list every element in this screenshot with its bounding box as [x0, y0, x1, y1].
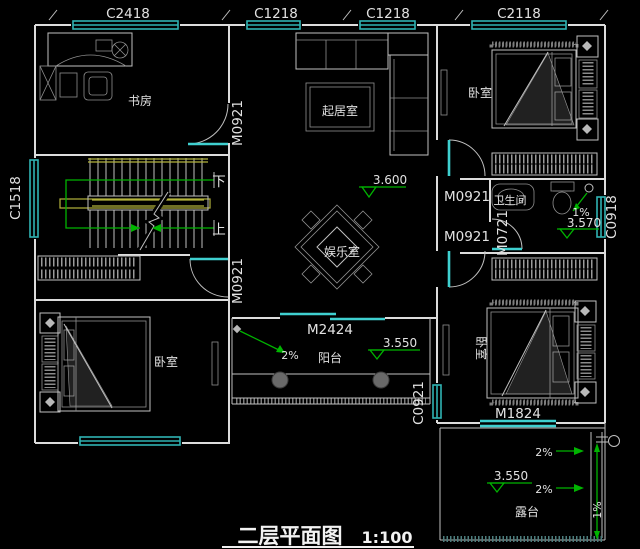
elevation-bathroom	[557, 228, 599, 240]
bed-bottom-right	[486, 299, 579, 406]
window-c1518	[28, 158, 40, 239]
terrace-outline	[439, 423, 620, 542]
floor-drain-icon	[584, 183, 594, 193]
elevation-value-terrace: 3.550	[494, 469, 528, 483]
study-desk	[47, 32, 133, 67]
labels: C2418 C1218 C1218 C2118 C1518 C0918 C092…	[8, 6, 620, 548]
window-c0921	[431, 383, 443, 420]
room-label-game-room: 娱乐室	[324, 244, 360, 259]
stair-up-label: 上	[212, 222, 226, 238]
bed-bottom-left	[39, 312, 219, 413]
elevation-game-room	[359, 186, 406, 199]
door-bedroom-bottom-right	[447, 250, 486, 288]
slope-value-bathroom: 1%	[572, 206, 589, 219]
hall-wardrobe	[37, 255, 141, 281]
room-label-living-room: 起居室	[322, 103, 358, 118]
annotations	[232, 186, 600, 540]
bed-top-right	[489, 41, 579, 129]
staircase	[59, 158, 215, 252]
wardrobe-top-right	[440, 35, 599, 176]
door-label-stair-hall: M0921	[230, 258, 246, 304]
door-bathroom	[491, 218, 523, 251]
stair-arrow-icon	[152, 224, 161, 232]
windows	[28, 19, 607, 447]
wardrobe-bottom-right	[442, 257, 598, 404]
elevation-balcony	[368, 349, 420, 361]
door-label-bedroom-top-right: M0921	[444, 189, 490, 205]
elevation-value-bathroom: 3.570	[567, 216, 601, 230]
room-label-balcony: 阳台	[318, 350, 342, 365]
bathroom-sink	[491, 183, 535, 211]
elevation-value-balcony: 3.550	[383, 336, 417, 350]
slope-terrace-upper-arrow	[556, 447, 584, 455]
elevation-terrace	[487, 482, 532, 494]
chair-icon	[353, 264, 373, 284]
game-table-set	[294, 204, 380, 290]
stair-direction-line-down	[65, 179, 214, 229]
stair-down-label: 下	[212, 174, 226, 190]
slope-terrace-lower-arrow	[556, 484, 584, 492]
stair-handrail	[59, 198, 211, 209]
balcony-column	[271, 371, 289, 389]
balcony-parapet	[231, 318, 431, 405]
stair-break-line	[139, 191, 169, 251]
window-label-c2418: C2418	[106, 6, 150, 22]
elevation-value-game-room: 3.600	[373, 173, 407, 187]
dimension-ticks	[48, 9, 609, 21]
furniture	[37, 32, 599, 413]
slope-bathroom-arrow	[572, 192, 588, 212]
door-balcony-sliding	[280, 312, 385, 321]
living-room-sofa	[295, 32, 429, 156]
window-c1218-right	[358, 19, 417, 31]
window-c2118	[470, 19, 568, 31]
window-label-c0921: C0921	[411, 381, 427, 425]
room-label-study: 书房	[128, 93, 152, 108]
door-label-terrace: M1824	[495, 406, 541, 422]
window-label-c2118: C2118	[497, 6, 541, 22]
slope-balcony-arrow	[232, 324, 285, 353]
window-label-c0918: C0918	[604, 195, 620, 239]
door-study	[187, 103, 229, 146]
terrace-drain-line	[594, 443, 600, 540]
window-c0918	[595, 195, 607, 239]
slope-value-terrace-upper: 2%	[535, 446, 552, 459]
stair-arrow-icon	[131, 224, 140, 232]
bathroom-toilet	[550, 181, 575, 215]
room-label-bedroom-bottom-left: 卧室	[154, 354, 178, 369]
study-cabinet	[39, 65, 78, 101]
window-label-c1518: C1518	[8, 176, 24, 220]
chair-icon	[353, 210, 373, 230]
room-label-bathroom: 卫生间	[494, 193, 527, 207]
slope-value-terrace-drain: 1%	[591, 501, 604, 518]
room-label-terrace: 露台	[515, 504, 539, 519]
window-c2418	[71, 19, 180, 31]
plan-title: 二层平面图	[238, 524, 343, 548]
living-room-rug	[305, 82, 375, 132]
window-c1218-left	[245, 19, 302, 31]
terrace-drain-icon	[608, 435, 620, 447]
window-label-c1218-left: C1218	[254, 6, 298, 22]
door-label-balcony: M2424	[307, 322, 353, 338]
window-bedroom-bottom-left	[78, 435, 182, 447]
chair-icon	[301, 210, 321, 230]
doors	[187, 103, 556, 428]
balcony-column	[372, 371, 390, 389]
title-block: 二层平面图 1:100	[222, 524, 414, 548]
door-label-bedroom-bottom-right: M0921	[444, 229, 490, 245]
plan-scale: 1:100	[362, 528, 413, 547]
slope-value-balcony: 2%	[281, 349, 298, 362]
room-label-bedroom-bottom-right: 卧室	[474, 336, 489, 360]
door-stair-hall	[189, 257, 229, 298]
slope-value-terrace-lower: 2%	[535, 483, 552, 496]
door-label-bathroom: M0721	[495, 210, 511, 256]
room-label-bedroom-top-right: 卧室	[468, 85, 492, 100]
door-label-study: M0921	[230, 100, 246, 146]
plant-icon	[111, 41, 129, 59]
chair-icon	[301, 264, 321, 284]
door-terrace	[480, 419, 556, 428]
door-bedroom-top-right	[447, 139, 486, 177]
window-label-c1218-right: C1218	[366, 6, 410, 22]
study-chair	[83, 71, 113, 101]
